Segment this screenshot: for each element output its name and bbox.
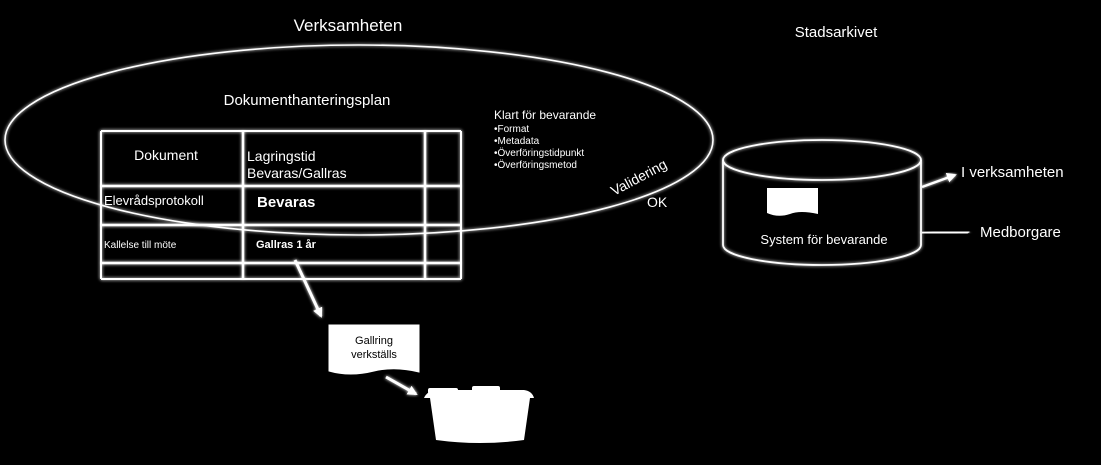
bin-arrow bbox=[385, 375, 418, 396]
disposal-arrow bbox=[293, 259, 323, 318]
header-retention-line2: Bevaras/Gallras bbox=[247, 165, 347, 181]
retention-table bbox=[100, 130, 462, 280]
header-retention-line1: Lagringstid bbox=[247, 148, 316, 164]
output-arrow-citizens bbox=[921, 227, 970, 238]
ready-item-metadata: •Metadata bbox=[494, 136, 540, 147]
output-citizens: Medborgare bbox=[980, 224, 1061, 241]
output-arrow-organization bbox=[921, 173, 957, 189]
organization-ellipse bbox=[4, 44, 714, 236]
disposal-note bbox=[328, 324, 420, 375]
ok-label: OK bbox=[647, 194, 668, 210]
ready-item-method: •Överföringsmetod bbox=[494, 159, 577, 171]
disposal-bin-icon bbox=[424, 386, 534, 443]
row-retention-gallras: Gallras 1 år bbox=[256, 239, 317, 251]
row-retention-bevaras: Bevaras bbox=[257, 194, 315, 211]
output-organization: I verksamheten bbox=[961, 164, 1064, 181]
ready-item-timing: •Överföringstidpunkt bbox=[494, 147, 584, 159]
ready-item-format: •Format bbox=[494, 124, 529, 135]
row-doc-kallelse: Kallelse till möte bbox=[104, 240, 177, 251]
system-label: System för bevarande bbox=[760, 232, 887, 247]
header-document: Dokument bbox=[134, 147, 198, 163]
right-title: Stadsarkivet bbox=[795, 24, 878, 41]
disposal-note-line2: verkställs bbox=[351, 349, 397, 361]
plan-label: Dokumenthanteringsplan bbox=[224, 92, 391, 109]
disposal-note-line1: Gallring bbox=[355, 335, 393, 347]
row-doc-elevradsprotokoll: Elevrådsprotokoll bbox=[104, 193, 204, 208]
validation-label: Validering bbox=[608, 156, 670, 199]
preservation-system-cylinder bbox=[722, 139, 922, 266]
left-title: Verksamheten bbox=[294, 16, 403, 35]
ready-title: Klart för bevarande bbox=[494, 108, 596, 122]
document-icon bbox=[767, 188, 818, 216]
